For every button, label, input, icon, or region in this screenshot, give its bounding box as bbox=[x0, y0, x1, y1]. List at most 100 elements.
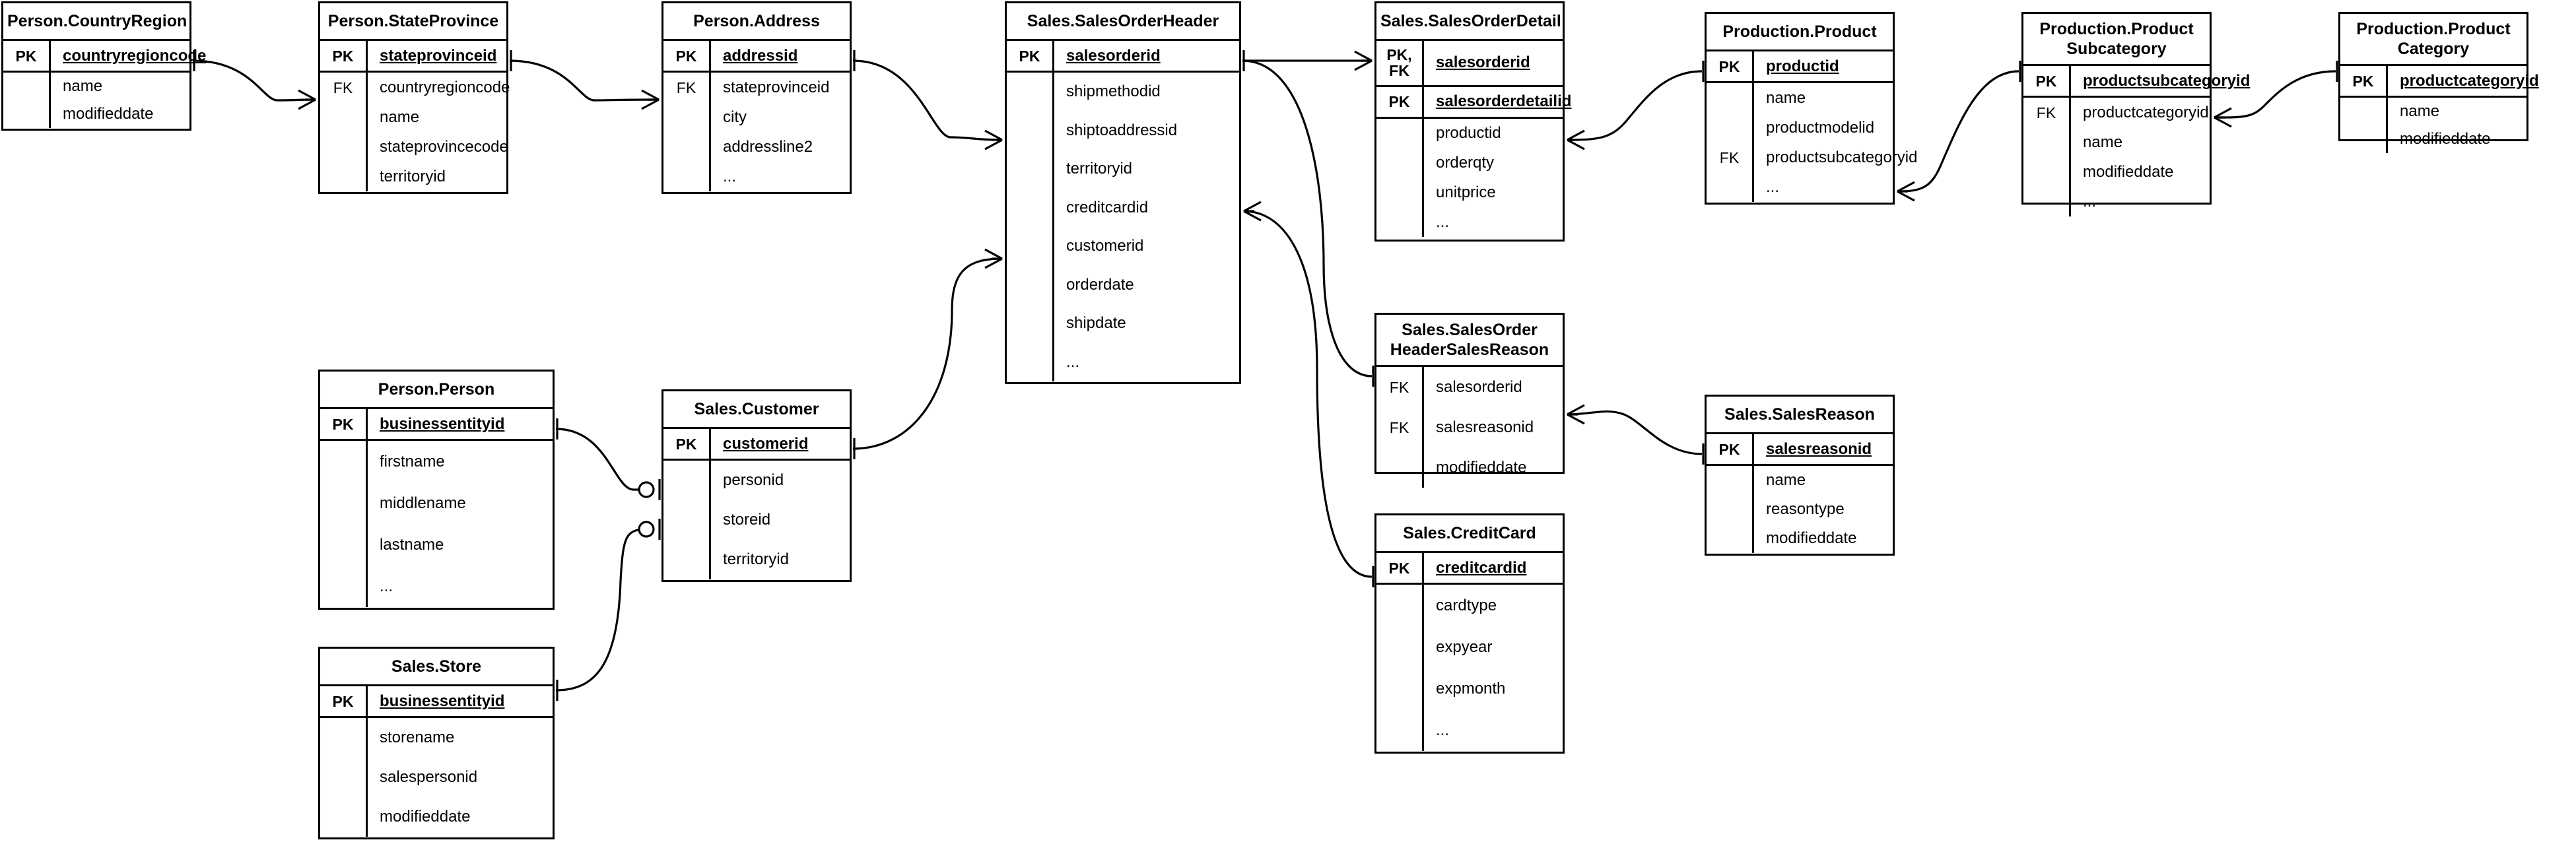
attribute-key-label bbox=[1376, 709, 1424, 751]
attribute-key-label bbox=[1376, 585, 1424, 626]
attribute-row: creditcardid bbox=[1007, 188, 1239, 227]
attribute-key-label: FK bbox=[2023, 98, 2071, 127]
attribute-name: stateprovinceid bbox=[723, 78, 830, 96]
attribute-name: territoryid bbox=[723, 550, 790, 568]
attribute-key-label bbox=[320, 524, 368, 566]
attribute-name: ... bbox=[1766, 178, 1780, 196]
key-attribute-block: PK productsubcategoryid bbox=[2023, 66, 2250, 98]
attribute-name: productid bbox=[1766, 57, 1839, 75]
attribute-row: name bbox=[3, 73, 189, 100]
attribute-block: personid storeid territoryid bbox=[663, 461, 850, 579]
attribute-key-label: PK bbox=[1007, 41, 1054, 71]
attribute-row: ... bbox=[1007, 342, 1239, 381]
attribute-name: shiptoaddressid bbox=[1066, 121, 1178, 139]
entity-title: Sales.Customer bbox=[663, 391, 850, 429]
attribute-key-label bbox=[3, 73, 51, 100]
attribute-key-label bbox=[663, 132, 711, 162]
entity-title: Person.StateProvince bbox=[320, 3, 506, 41]
attribute-key-label: PK bbox=[663, 41, 711, 71]
attribute-row: stateprovincecode bbox=[320, 132, 508, 162]
attribute-name: creditcardid bbox=[1066, 198, 1149, 216]
attribute-name: name bbox=[1766, 88, 1806, 107]
attribute-key-label bbox=[1707, 495, 1754, 524]
rel-product-subcategory bbox=[1897, 70, 2019, 193]
attribute-row: personid bbox=[663, 461, 850, 500]
attribute-row: storename bbox=[320, 718, 553, 758]
attribute-row: name bbox=[1707, 83, 1893, 113]
attribute-key-label bbox=[1376, 626, 1424, 668]
attribute-row: productmodelid bbox=[1707, 113, 1893, 143]
attribute-name: modifieddate bbox=[380, 808, 471, 826]
attribute-key-label: PK bbox=[1707, 51, 1754, 81]
attribute-name: ... bbox=[1066, 352, 1080, 371]
attribute-name: countryregioncode bbox=[63, 46, 207, 65]
entity-title: Person.Address bbox=[663, 3, 850, 41]
attribute-key-label bbox=[663, 162, 711, 191]
attribute-name: businessentityid bbox=[380, 414, 505, 433]
attribute-row: productid bbox=[1376, 118, 1563, 148]
key-attribute-block: PK productid bbox=[1707, 51, 1893, 83]
attribute-row: reasontype bbox=[1707, 495, 1893, 524]
attribute-name: addressid bbox=[723, 46, 798, 65]
entity-title: Sales.SalesOrderDetail bbox=[1376, 3, 1563, 41]
attribute-name: storeid bbox=[723, 511, 771, 529]
attribute-name: expmonth bbox=[1436, 679, 1506, 698]
attribute-row: city bbox=[663, 102, 850, 132]
attribute-row: territoryid bbox=[663, 540, 850, 579]
attribute-name: expyear bbox=[1436, 637, 1493, 656]
attribute-key-label bbox=[320, 566, 368, 607]
attribute-row: PK salesorderid bbox=[1007, 41, 1239, 73]
attribute-key-label bbox=[1376, 207, 1424, 237]
attribute-key-label bbox=[1007, 111, 1054, 150]
attribute-key-label bbox=[1707, 83, 1754, 113]
attribute-name: modifieddate bbox=[2400, 130, 2491, 148]
rel-person-customer bbox=[555, 428, 648, 491]
attribute-row: orderdate bbox=[1007, 265, 1239, 304]
attribute-key-label bbox=[1707, 172, 1754, 202]
attribute-name: productmodelid bbox=[1766, 118, 1875, 137]
attribute-name: productsubcategoryid bbox=[2083, 71, 2251, 90]
attribute-key-label bbox=[663, 461, 711, 500]
attribute-key-label: PK bbox=[2023, 66, 2071, 96]
attribute-name: reasontype bbox=[1766, 500, 1845, 518]
attribute-name: productcategoryid bbox=[2400, 71, 2539, 90]
attribute-row: lastname bbox=[320, 524, 553, 566]
attribute-name: ... bbox=[2083, 192, 2097, 211]
key-attribute-block: PK addressid bbox=[663, 41, 850, 73]
attribute-row: territoryid bbox=[1007, 150, 1239, 189]
entity-title: Sales.SalesOrderHeader bbox=[1007, 3, 1239, 41]
attribute-key-label bbox=[1007, 265, 1054, 304]
attribute-name: salesorderid bbox=[1066, 46, 1161, 65]
attribute-row: modifieddate bbox=[3, 100, 189, 128]
attribute-key-label: PK bbox=[1376, 553, 1424, 583]
attribute-row: ... bbox=[1376, 207, 1563, 237]
